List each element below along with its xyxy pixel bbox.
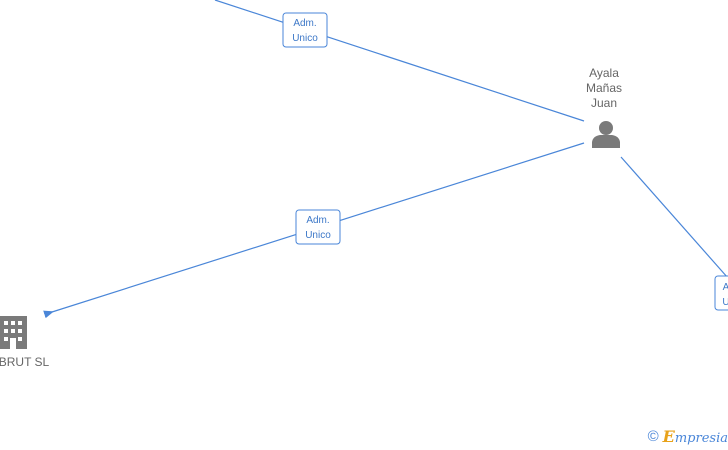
edge-label-line2: Unico (292, 33, 318, 44)
edge-label-right[interactable]: A U (714, 275, 728, 311)
edge-label-line1: Adm. (306, 215, 329, 226)
edge-label-line1: Adm. (293, 18, 316, 29)
company-name: BRUT SL (0, 355, 50, 369)
edge-label-top[interactable]: Adm. Unico (282, 12, 328, 48)
edge-label-line2: U (722, 297, 728, 308)
edge-top[interactable] (214, 0, 585, 122)
brand-logo: Empresia (662, 427, 728, 446)
edge-right[interactable] (620, 156, 728, 279)
person-name-line1: Ayala (589, 66, 619, 80)
person-icon (592, 121, 620, 148)
edge-label-line1: A (723, 282, 728, 293)
company-node[interactable]: BRUT SL (0, 316, 50, 369)
empresia-watermark: © Empresia (648, 427, 728, 446)
person-node[interactable]: Ayala Mañas Juan (586, 66, 622, 148)
building-icon (0, 316, 27, 349)
person-name-line2: Mañas (586, 81, 622, 95)
edge-label-line2: Unico (305, 230, 331, 241)
copyright-icon: © (647, 428, 659, 445)
edge-label-middle[interactable]: Adm. Unico (295, 209, 341, 245)
person-name-line3: Juan (591, 96, 617, 110)
